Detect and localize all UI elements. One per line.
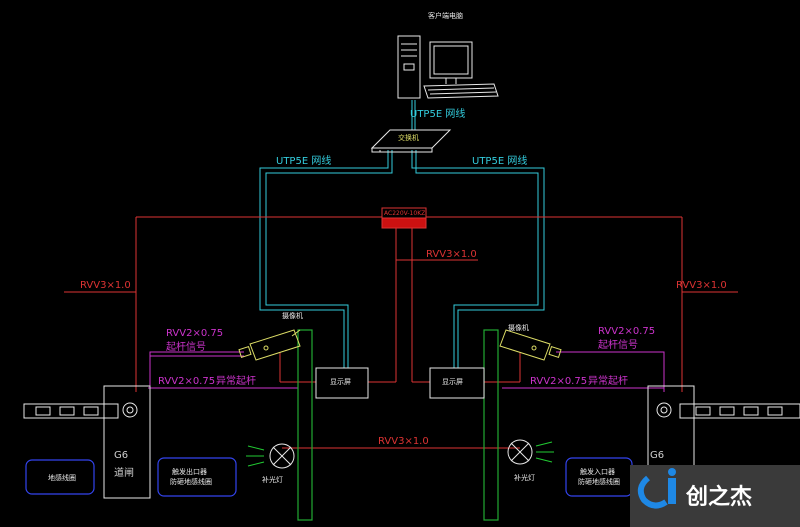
fill-light-left (269, 443, 295, 469)
network-cables (259, 100, 545, 370)
client-computer (397, 35, 499, 99)
rvv-left-label: RVV3×1.0 (80, 280, 131, 291)
rvv2-right-top-label: RVV2×0.75 (598, 326, 655, 337)
rvv2-left-mid-label: RVV2×0.75 (158, 376, 215, 387)
rvv-bottom-label: RVV3×1.0 (378, 436, 429, 447)
signal-right-label: 起杆信号 (598, 339, 638, 351)
trigger-left-label-2: 防砸地感线圈 (170, 477, 212, 486)
utp-left-label: UTP5E 网线 (276, 154, 331, 167)
brand-logo (630, 465, 800, 527)
gate-right-g6: G6 (650, 450, 664, 461)
light-rays-left (246, 445, 265, 467)
loop-left-box (25, 459, 95, 495)
rvv-right-label: RVV3×1.0 (676, 280, 727, 291)
trigger-right-label-1: 触发入口器 (580, 467, 615, 476)
light-left-label: 补光灯 (262, 475, 283, 484)
camera-left-label: 摄像机 (282, 311, 303, 320)
barrier-gate-left (23, 385, 151, 499)
trigger-left-box (157, 457, 237, 497)
utp-right-label: UTP5E 网线 (472, 154, 527, 167)
trigger-left-label-1: 触发出口器 (172, 467, 207, 476)
rvv-center-label: RVV3×1.0 (426, 249, 477, 260)
switch-label: 交换机 (398, 133, 419, 142)
light-right-label: 补光灯 (514, 473, 535, 482)
utp-main-label: UTP5E 网线 (410, 107, 465, 120)
barrier-gate-right (647, 385, 800, 499)
camera-left (238, 329, 301, 361)
trigger-right-box (565, 457, 633, 497)
display-left-label: 显示屏 (330, 378, 351, 386)
camera-right (499, 329, 562, 361)
client-pc-label: 客户端电脑 (428, 11, 463, 20)
signal-right-mid-label: 异常起杆 (588, 374, 628, 387)
poles (297, 329, 499, 521)
network-switch (370, 129, 452, 153)
rvv2-left-top-label: RVV2×0.75 (166, 328, 223, 339)
gate-left-name: 道闸 (114, 466, 134, 479)
loop-left-label: 地感线圈 (48, 473, 76, 482)
display-left (315, 367, 369, 399)
signal-cables (148, 351, 665, 392)
signal-left-mid-label: 异常起杆 (216, 374, 256, 387)
display-right (429, 367, 485, 399)
camera-right-label: 摄像机 (508, 323, 529, 332)
gate-left-g6: G6 (114, 450, 128, 461)
light-rays-right (535, 441, 554, 463)
power-box-label: AC220V-10KZ (384, 210, 425, 217)
fill-light-right (507, 439, 533, 465)
trigger-right-label-2: 防砸地感线圈 (578, 477, 620, 486)
power-box (381, 207, 427, 229)
signal-left-label: 起杆信号 (166, 341, 206, 353)
logo-text: 创之杰 (685, 484, 752, 510)
power-cables (64, 216, 738, 449)
rvv2-right-mid-label: RVV2×0.75 (530, 376, 587, 387)
display-right-label: 显示屏 (442, 378, 463, 386)
